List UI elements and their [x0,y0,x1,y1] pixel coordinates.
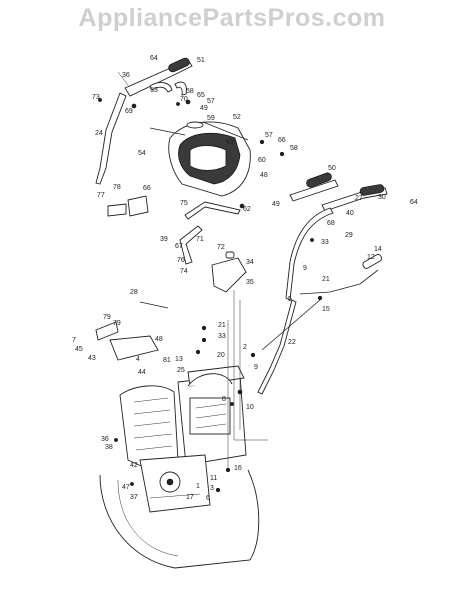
part-label-p38: 38 [105,444,113,451]
part-label-p77: 77 [97,192,105,199]
part-label-p36: 36 [122,72,130,79]
part-label-p47: 47 [122,484,130,491]
part-label-p62: 62 [243,206,251,213]
part-label-p67: 67 [175,243,183,250]
part-label-p37: 37 [130,494,138,501]
part-label-p36b: 36 [101,436,109,443]
part-label-p7: 7 [72,337,76,344]
part-label-p64b: 64 [410,199,418,206]
part-label-p40: 40 [346,210,354,217]
part-label-p35: 35 [246,279,254,286]
part-label-p57a: 57 [207,98,215,105]
part-label-p59: 59 [207,115,215,122]
part-label-p57b: 57 [265,132,273,139]
part-label-p49a: 49 [200,105,208,112]
part-label-p12: 12 [367,254,375,261]
part-label-p14: 14 [374,246,382,253]
engine-assembly [177,365,247,466]
upper-handle-left [95,57,193,185]
part-label-p16: 16 [234,465,242,472]
part-label-p53: 53 [150,87,158,94]
part-label-p81: 81 [163,357,171,364]
part-label-p22: 22 [288,339,296,346]
alignment-lines [227,290,268,470]
part-label-p11: 11 [210,475,217,482]
part-label-p51: 51 [197,57,205,64]
part-label-p21: 21 [322,276,330,283]
part-label-p20: 20 [217,352,225,359]
part-label-p2: 2 [243,344,247,351]
watermark: AppliancePartsPros.com [78,4,386,32]
part-label-p17: 17 [186,494,194,501]
dashboard-panel [149,121,251,197]
part-label-p21b: 21 [218,322,226,329]
drive-control-lever [98,81,191,109]
part-label-p5: 5 [288,296,292,303]
part-label-p58b: 58 [290,145,298,152]
part-label-p65: 65 [197,92,205,99]
part-label-p15: 15 [322,306,330,313]
part-label-p42: 42 [130,462,138,469]
part-label-p64a: 64 [150,55,158,62]
part-label-p34: 34 [246,259,254,266]
part-label-p9b: 9 [254,364,258,371]
part-label-p76: 76 [177,257,185,264]
part-label-p63: 63 [226,139,234,146]
part-label-p43: 43 [88,355,96,362]
part-label-p27: 27 [355,195,363,202]
part-label-p30: 30 [378,194,386,201]
part-label-p71: 71 [196,236,204,243]
part-label-p66b: 66 [143,185,151,192]
part-label-p52: 52 [233,114,241,121]
part-label-p54: 54 [138,150,146,157]
part-label-p29: 29 [345,232,353,239]
part-label-p79b: 79 [113,320,121,327]
part-label-p24: 24 [95,130,103,137]
part-label-p33b: 33 [218,333,226,340]
part-label-p73: 73 [92,94,100,101]
part-label-p66: 66 [278,137,286,144]
discharge-chute [95,321,179,471]
upper-handle-right [285,172,388,301]
part-label-p44: 44 [138,369,146,376]
part-label-p28: 28 [130,289,138,296]
part-label-p48: 48 [260,172,268,179]
part-label-p60: 60 [258,157,266,164]
part-label-p10: 10 [246,404,254,411]
part-label-p3: 3 [210,485,214,492]
part-label-p58a: 58 [186,88,194,95]
part-label-p4: 4 [136,356,140,363]
part-label-p13: 13 [175,356,183,363]
part-label-p48b: 48 [155,336,163,343]
part-label-p25: 25 [177,367,185,374]
part-label-p69: 69 [125,108,133,115]
part-label-p75: 75 [180,200,188,207]
part-label-p6: 6 [206,495,210,502]
part-label-p70: 70 [180,96,188,103]
part-label-p9a: 9 [303,265,307,272]
part-label-p74: 74 [180,268,188,275]
part-label-p45: 45 [75,346,83,353]
chute-crank-assembly [107,195,247,293]
fasteners [114,139,314,493]
part-label-p1: 1 [196,483,200,490]
part-label-p68: 68 [327,220,335,227]
part-label-p49b: 49 [272,201,280,208]
part-label-p79a: 79 [103,314,111,321]
auger-housing [99,454,260,569]
part-label-p33: 33 [321,239,329,246]
part-label-p50: 50 [328,165,336,172]
part-label-p78: 78 [113,184,121,191]
part-label-p39: 39 [160,236,168,243]
lower-handle [139,254,383,395]
part-label-p8: 8 [222,396,226,403]
part-label-p72: 72 [217,244,225,251]
